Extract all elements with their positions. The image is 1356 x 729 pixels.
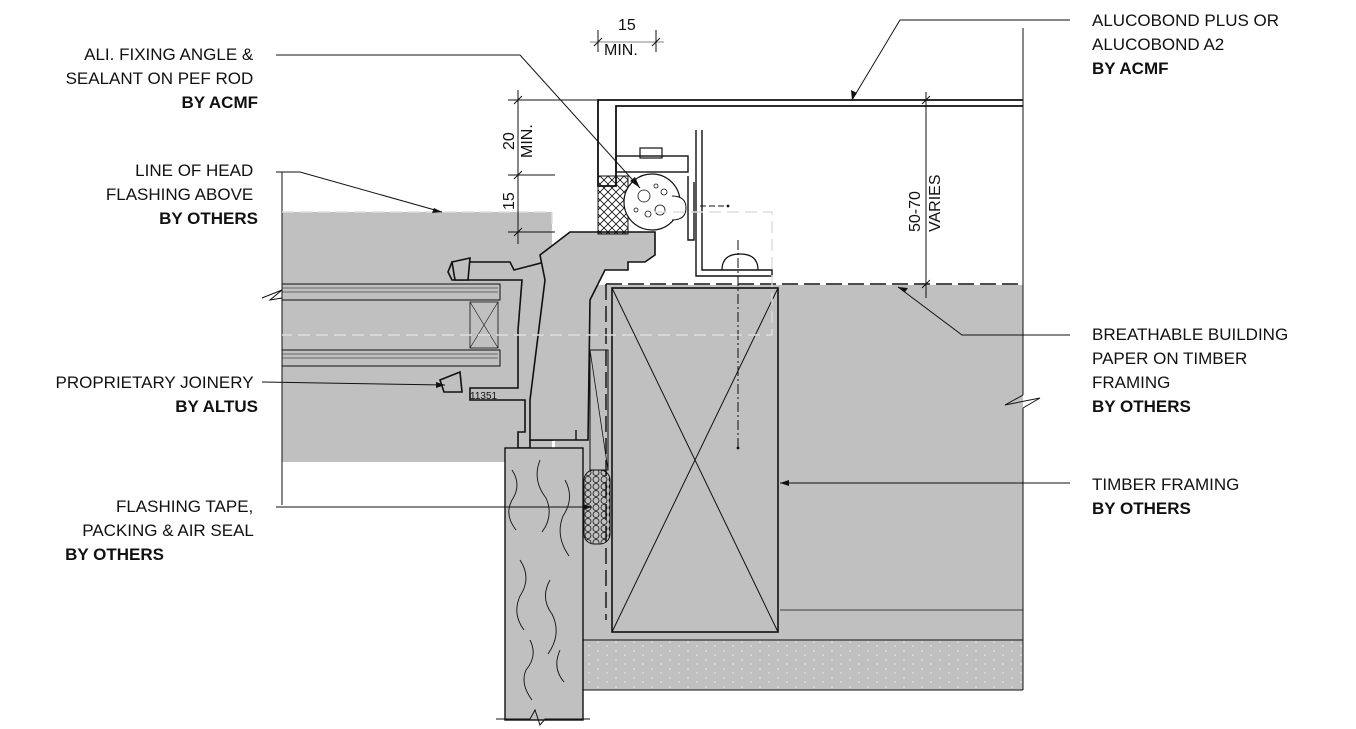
label-joinery: PROPRIETARY JOINERY BY ALTUS <box>55 373 258 416</box>
label-flashing-tape: FLASHING TAPE, PACKING & AIR SEAL BY OTH… <box>65 497 258 564</box>
wall-break-line <box>1004 28 1041 690</box>
label-alucobond: ALUCOBOND PLUS OR ALUCOBOND A2 BY ACMF <box>1092 11 1284 78</box>
profile-code: 11351 <box>470 391 498 402</box>
svg-text:MIN.: MIN. <box>519 124 536 158</box>
svg-text:50-70: 50-70 <box>907 191 924 232</box>
building-paper-line <box>605 283 1023 620</box>
leader-arrowheads <box>432 90 908 510</box>
svg-text:15: 15 <box>618 17 636 34</box>
packing-seal <box>575 349 611 545</box>
fixing-angle <box>687 130 773 277</box>
pef-rod-sealant <box>597 173 687 235</box>
acm-panel <box>597 99 1023 187</box>
timber-lining <box>496 447 590 727</box>
svg-text:VARIES: VARIES <box>927 175 944 233</box>
timber-stud <box>611 287 779 633</box>
leader-lines <box>261 19 1070 508</box>
dimension-lines <box>508 30 931 298</box>
label-head-flashing: LINE OF HEAD FLASHING ABOVE BY OTHERS <box>106 161 258 228</box>
dimension-top-gap: 15 MIN. <box>604 17 638 59</box>
fixer-centreline <box>700 204 740 450</box>
label-timber-framing: TIMBER FRAMING BY OTHERS <box>1092 475 1244 518</box>
head-flashing-hidden-line <box>282 211 773 336</box>
label-fixing-angle: ALI. FIXING ANGLE & SEALANT ON PEF ROD B… <box>66 45 258 112</box>
svg-text:20: 20 <box>501 132 518 150</box>
svg-text:15: 15 <box>501 192 518 210</box>
label-building-paper: BREATHABLE BUILDING PAPER ON TIMBER FRAM… <box>1092 325 1293 416</box>
svg-text:MIN.: MIN. <box>604 42 638 59</box>
glazing-unit <box>261 283 501 367</box>
dimension-cavity: 50-70 VARIES <box>907 175 944 233</box>
joinery-profile <box>439 231 656 449</box>
dimension-vertical: 20 MIN. 15 <box>501 124 536 210</box>
